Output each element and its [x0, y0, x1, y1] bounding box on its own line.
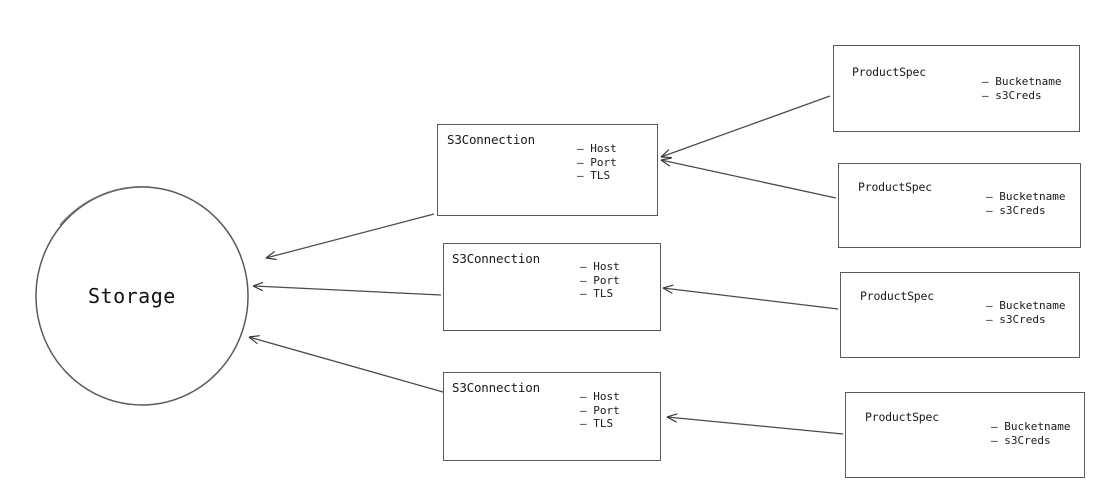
bullet-icon: – [580, 260, 587, 273]
attribute-label: s3Creds [1004, 433, 1051, 447]
s3connection-title-2: S3Connection [452, 251, 540, 266]
productspec-attributes-2: – Bucketname – s3Creds [986, 190, 1065, 217]
attribute-label: Bucketname [995, 75, 1062, 88]
bullet-icon: – [982, 88, 989, 102]
edge-spec2-to-conn1 [661, 160, 837, 199]
bullet-icon: – [986, 299, 993, 312]
attribute-label: Bucketname [999, 299, 1066, 312]
s3connection-box-1[interactable] [437, 124, 658, 216]
productspec-box-2[interactable] [838, 163, 1081, 248]
bullet-icon: – [580, 287, 587, 300]
edge-conn1-to-storage [266, 213, 435, 258]
s3connection-title-1: S3Connection [447, 132, 535, 147]
attribute-label: Host [593, 260, 620, 273]
s3connection-box-2[interactable] [443, 243, 661, 331]
storage-label: Storage [88, 284, 176, 308]
productspec-attributes-1: – Bucketname – s3Creds [982, 75, 1061, 102]
bullet-icon: – [577, 155, 584, 169]
bullet-icon: – [577, 142, 584, 155]
s3connection-attributes-1: – Host – Port – TLS [577, 142, 617, 183]
bullet-icon: – [577, 169, 584, 182]
bullet-icon: – [991, 420, 998, 433]
productspec-attributes-4: – Bucketname – s3Creds [991, 420, 1070, 447]
attribute-label: Bucketname [999, 190, 1066, 203]
attribute-label: Port [593, 273, 620, 287]
productspec-title-4: ProductSpec [865, 410, 939, 424]
attribute-label: s3Creds [999, 312, 1046, 326]
edge-conn3-to-storage [249, 337, 444, 393]
attribute-label: Bucketname [1004, 420, 1071, 433]
bullet-icon: – [580, 390, 587, 403]
bullet-icon: – [580, 403, 587, 417]
edge-spec1-to-conn1 [661, 95, 831, 157]
productspec-box-4[interactable] [845, 392, 1085, 478]
attribute-label: Host [593, 390, 620, 403]
attribute-label: TLS [590, 169, 611, 182]
attribute-label: Port [593, 403, 620, 417]
s3connection-attributes-2: – Host – Port – TLS [580, 260, 620, 301]
bullet-icon: – [991, 433, 998, 447]
attribute-label: TLS [593, 417, 614, 430]
productspec-attributes-3: – Bucketname – s3Creds [986, 299, 1065, 326]
attribute-label: Host [590, 142, 617, 155]
attribute-label: TLS [593, 287, 614, 300]
bullet-icon: – [580, 273, 587, 287]
edge-conn2-to-storage [253, 286, 442, 296]
bullet-icon: – [982, 75, 989, 88]
s3connection-box-3[interactable] [443, 372, 661, 461]
productspec-box-3[interactable] [840, 272, 1080, 358]
attribute-label: s3Creds [999, 203, 1046, 217]
productspec-title-2: ProductSpec [858, 180, 932, 194]
bullet-icon: – [986, 203, 993, 217]
edge-spec3-to-conn2 [663, 288, 839, 310]
productspec-title-1: ProductSpec [852, 65, 926, 79]
attribute-label: Port [590, 155, 617, 169]
s3connection-attributes-3: – Host – Port – TLS [580, 390, 620, 431]
bullet-icon: – [580, 417, 587, 430]
bullet-icon: – [986, 190, 993, 203]
attribute-label: s3Creds [995, 88, 1042, 102]
bullet-icon: – [986, 312, 993, 326]
productspec-title-3: ProductSpec [860, 289, 934, 303]
edge-spec4-to-conn3 [667, 417, 844, 435]
productspec-box-1[interactable] [833, 45, 1080, 132]
s3connection-title-3: S3Connection [452, 380, 540, 395]
